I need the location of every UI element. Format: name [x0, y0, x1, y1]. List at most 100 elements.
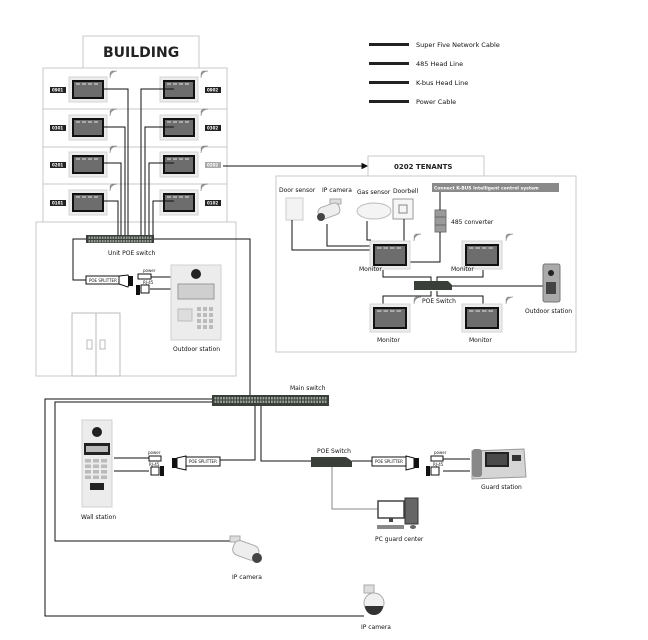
apartment-tag-label: 0901 — [52, 88, 63, 93]
switch-port — [242, 400, 245, 403]
keypad — [85, 459, 107, 479]
switch-port — [149, 236, 152, 239]
keypad-key — [85, 459, 91, 463]
switch-port — [109, 240, 112, 243]
cable — [152, 200, 174, 236]
switch-port — [128, 236, 131, 239]
legend-swatch-network — [369, 43, 409, 46]
wifi-icon — [413, 296, 422, 305]
switch-port — [319, 400, 321, 403]
building-wiring — [102, 88, 369, 236]
wall-station-label: Wall station — [81, 514, 116, 521]
switch-port — [282, 397, 285, 400]
apartment-unit: 0202 — [159, 145, 221, 178]
wifi-icon — [505, 233, 514, 242]
indoor-monitor — [68, 189, 108, 216]
monitor-screen — [74, 82, 102, 97]
camera-lens-icon — [548, 270, 554, 276]
switch-port — [268, 397, 270, 400]
tenants-frame — [275, 175, 577, 353]
wifi-icon — [413, 233, 422, 242]
wifi-icon — [200, 145, 209, 154]
monitor-screen — [74, 195, 102, 210]
switch-port — [316, 397, 319, 400]
unit-poe-switch: Unit POE switch — [86, 235, 156, 257]
apartment-tag — [205, 200, 221, 206]
wifi-icon — [200, 108, 209, 117]
rj45-plug — [136, 285, 140, 295]
main-switch-label: Main switch — [290, 385, 326, 392]
switch-port — [256, 400, 259, 403]
cable — [102, 200, 119, 236]
guard-station-label: Guard station — [481, 484, 522, 491]
switch-port — [96, 236, 99, 239]
switch-port — [149, 240, 152, 243]
cable — [140, 88, 174, 236]
power-label: power — [148, 450, 161, 455]
legend-item: K-bus Head Line — [369, 79, 468, 87]
indoor-monitor — [68, 151, 108, 178]
legend-label: K-bus Head Line — [416, 79, 468, 87]
apartment-tag — [50, 200, 66, 206]
switch-port — [262, 400, 265, 403]
ip-camera-1-label: IP camera — [232, 574, 262, 581]
keypad-key — [197, 307, 201, 311]
switch-port — [285, 397, 287, 400]
door-handle — [86, 339, 93, 350]
switch-port — [117, 236, 120, 239]
switch-port — [245, 400, 248, 403]
cable-to-splitter — [220, 405, 256, 461]
splitter-label: POE SPLITTER — [375, 459, 403, 464]
outdoor-station-label: Outdoor station — [173, 346, 220, 353]
wifi-icon — [109, 145, 118, 154]
legend: Super Five Network Cable 485 Head Line K… — [369, 41, 500, 106]
power-connector — [137, 273, 152, 280]
network-poe-switch: POE Switch — [311, 448, 352, 467]
legend-label: 485 Head Line — [416, 60, 463, 68]
switch-port — [222, 400, 225, 403]
switch-port — [239, 397, 242, 400]
switch-port — [293, 397, 296, 400]
cable — [326, 224, 371, 247]
cable-to-main-switch — [154, 238, 251, 396]
power-connector — [430, 455, 444, 462]
switch-port — [104, 236, 107, 239]
monitor-screen — [375, 246, 405, 264]
switch-port — [307, 397, 310, 400]
keypad-key — [101, 470, 107, 474]
switch-port — [282, 400, 285, 403]
keypad-key — [85, 475, 91, 479]
switch-port — [120, 240, 123, 243]
legend-label: Power Cable — [416, 98, 456, 106]
wifi-icon — [505, 296, 514, 305]
indoor-monitor — [159, 189, 199, 216]
keypad-key — [209, 325, 213, 329]
switch-port — [254, 397, 256, 400]
switch-port — [287, 397, 290, 400]
indoor-monitor — [369, 240, 411, 270]
cable-to-ip-camera-1 — [54, 401, 231, 542]
switch-port — [228, 397, 231, 400]
switch-port — [299, 397, 302, 400]
building-title: BUILDING — [103, 45, 179, 61]
mouse-icon — [410, 525, 416, 529]
apartment-tag-label: 0201 — [52, 163, 63, 168]
switch-port — [313, 397, 316, 400]
cable — [72, 238, 86, 281]
splitter-fork — [176, 455, 187, 471]
switch-body — [86, 235, 154, 243]
switch-port — [259, 400, 262, 403]
switch-port — [321, 397, 324, 400]
switch-port — [144, 240, 147, 243]
switch-port — [144, 236, 147, 239]
switch-port — [136, 236, 139, 239]
tenant-wiring — [291, 192, 543, 304]
monitor-label: Monitor — [377, 337, 400, 344]
handset-icon — [472, 449, 482, 477]
kbus-banner — [432, 183, 559, 192]
apartment-unit: 0101 — [50, 183, 118, 216]
station-display — [177, 283, 215, 300]
switch-port — [307, 400, 310, 403]
switch-port — [123, 240, 125, 243]
switch-port — [276, 397, 279, 400]
